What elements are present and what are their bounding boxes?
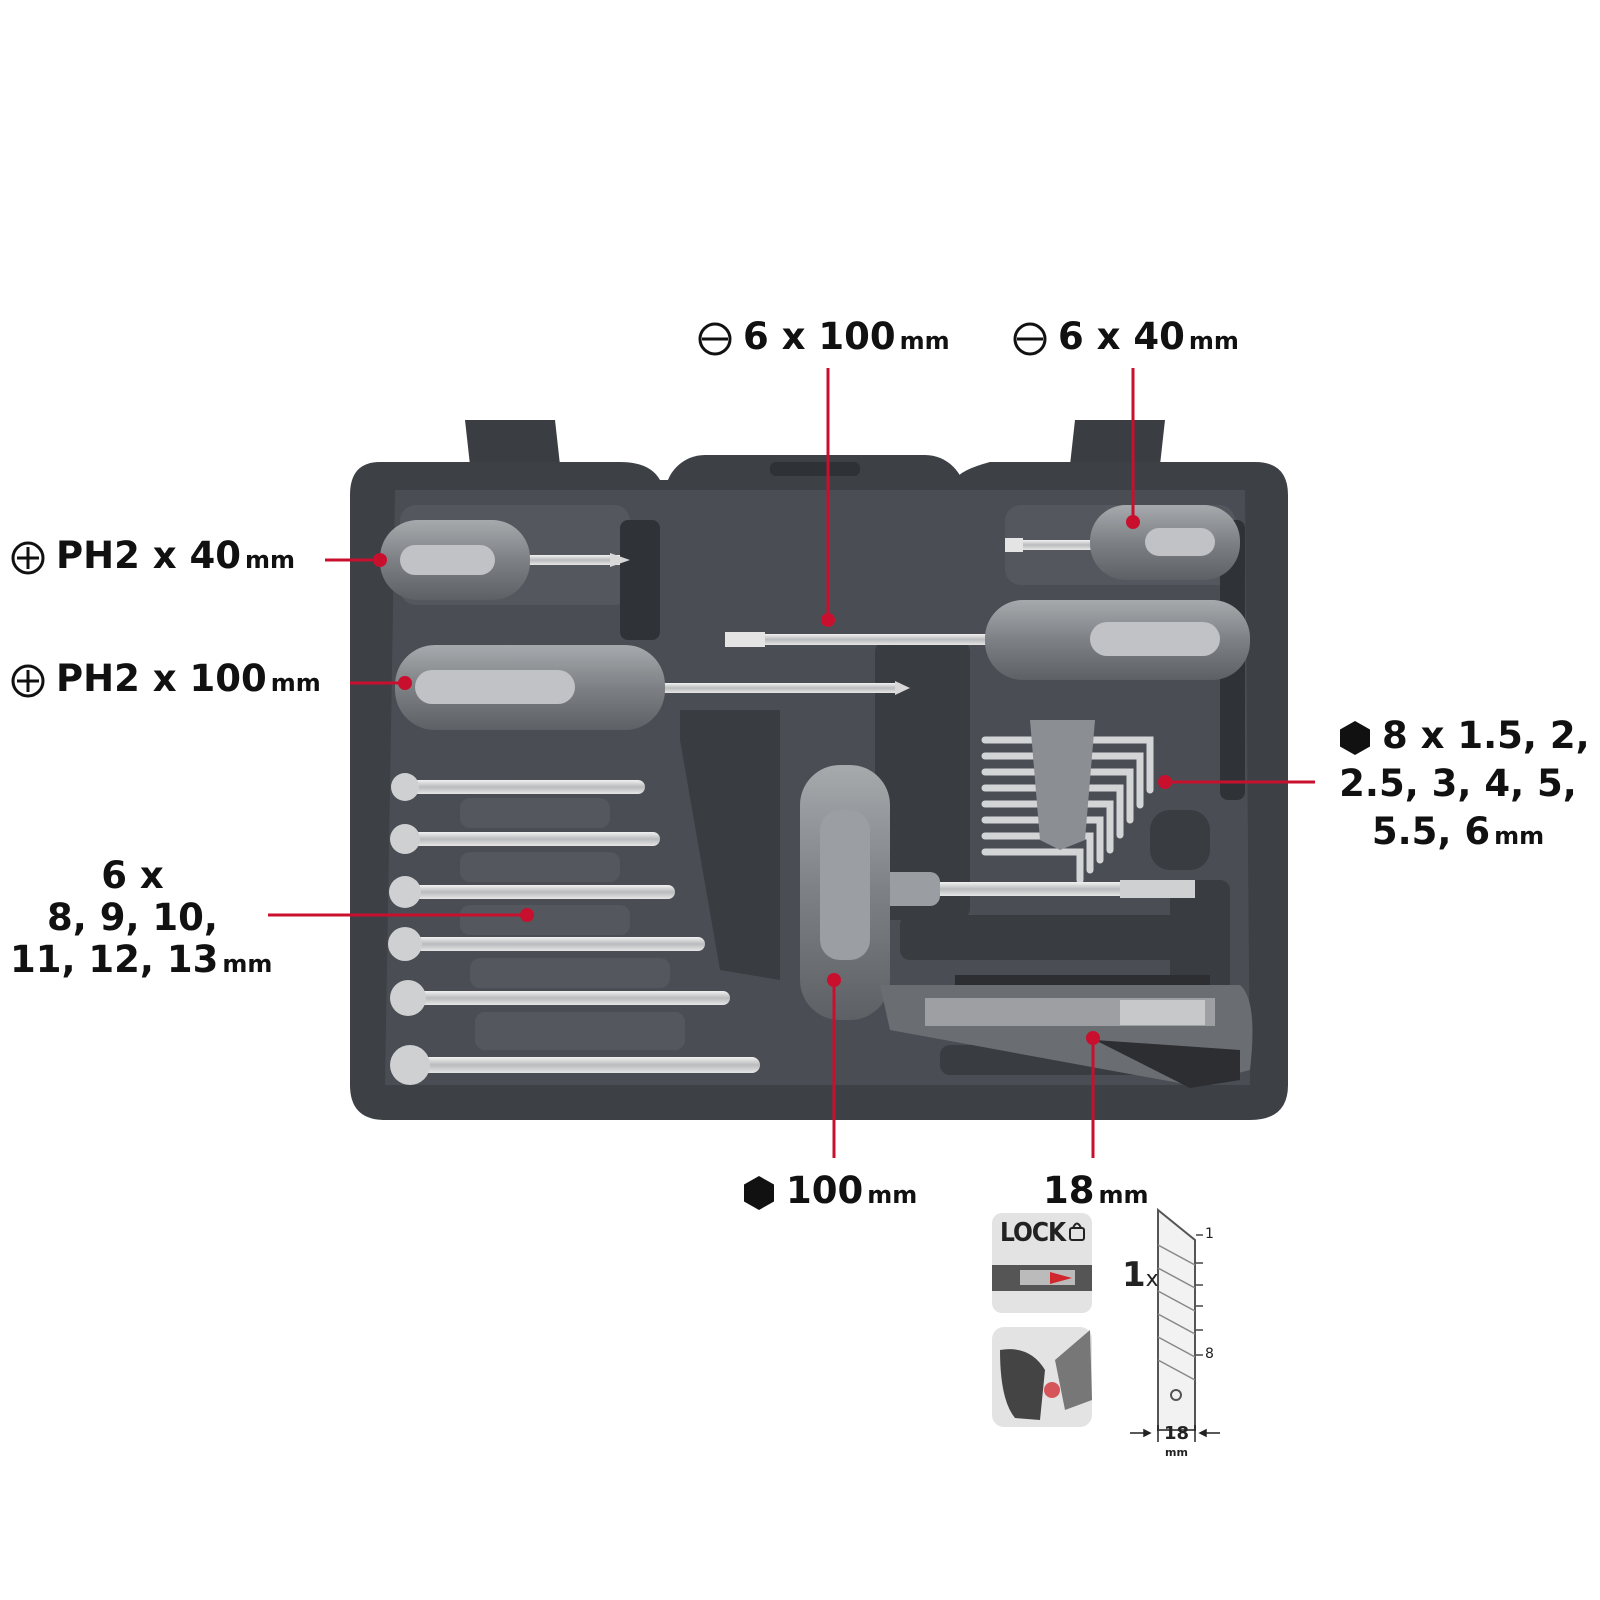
ph2-40-value: PH2 x 40 — [56, 534, 241, 577]
hex-keys-line3: 5.5, 6 — [1371, 810, 1491, 853]
case-latch-right — [1070, 420, 1165, 465]
phillips-icon — [11, 541, 45, 574]
screwdriver-ph2-100 — [395, 645, 910, 730]
utility-knife — [880, 975, 1253, 1088]
wrenches-line3: 11, 12, 13 — [10, 938, 219, 981]
blade-quantity: 1x — [1122, 1255, 1159, 1295]
slotted-icon — [698, 322, 732, 355]
blade-segment-first: 1 — [1205, 1226, 1214, 1242]
ph2-100-value: PH2 x 100 — [56, 657, 267, 700]
screwdriver-slot-100 — [725, 600, 1250, 680]
knife-unit: mm — [1098, 1181, 1149, 1209]
slot-40-unit: mm — [1188, 327, 1239, 355]
wrenches-line2: 8, 9, 10, — [47, 896, 218, 939]
t-handle-unit: mm — [867, 1181, 918, 1209]
blade-diagram — [1130, 1207, 1220, 1442]
screwdriver-ph2-40 — [380, 520, 630, 600]
ph2-40-unit: mm — [244, 546, 295, 574]
hex-keys-line1: 8 x 1.5, 2, — [1382, 714, 1590, 757]
ph2-100-unit: mm — [270, 669, 321, 697]
knife-value: 18 — [1043, 1169, 1095, 1212]
hex-keys-unit: mm — [1494, 822, 1545, 850]
t-handle-socket-wrench — [800, 765, 1195, 1020]
case-latch-left — [465, 420, 560, 465]
hex-key-holder — [1030, 720, 1095, 850]
lock-diagram — [992, 1213, 1092, 1313]
hex-keys-line2: 2.5, 3, 4, 5, — [1339, 762, 1577, 805]
callout-lines — [268, 368, 1315, 1158]
blade-width-value: 18 — [1164, 1423, 1190, 1444]
blade-snap-diagram — [992, 1327, 1092, 1427]
lock-label: LOCK — [1000, 1218, 1066, 1248]
blade-quantity-value: 1 — [1122, 1255, 1146, 1295]
slot-100-unit: mm — [899, 327, 950, 355]
t-handle-value: 100 — [786, 1169, 864, 1212]
wrenches-line1: 6 x — [101, 854, 164, 897]
blade-segment-last: 8 — [1205, 1346, 1214, 1362]
hexagon-icon — [1340, 720, 1370, 755]
wrenches-unit: mm — [222, 950, 273, 978]
slotted-icon — [1013, 322, 1047, 355]
slot-100-value: 6 x 100 — [743, 315, 896, 358]
wrench-set — [388, 773, 760, 1085]
phillips-icon — [11, 664, 45, 697]
hexagon-icon — [744, 1175, 774, 1210]
blade-quantity-suffix: x — [1145, 1267, 1159, 1292]
slot-40-value: 6 x 40 — [1058, 315, 1185, 358]
blade-width-unit: mm — [1165, 1446, 1188, 1459]
